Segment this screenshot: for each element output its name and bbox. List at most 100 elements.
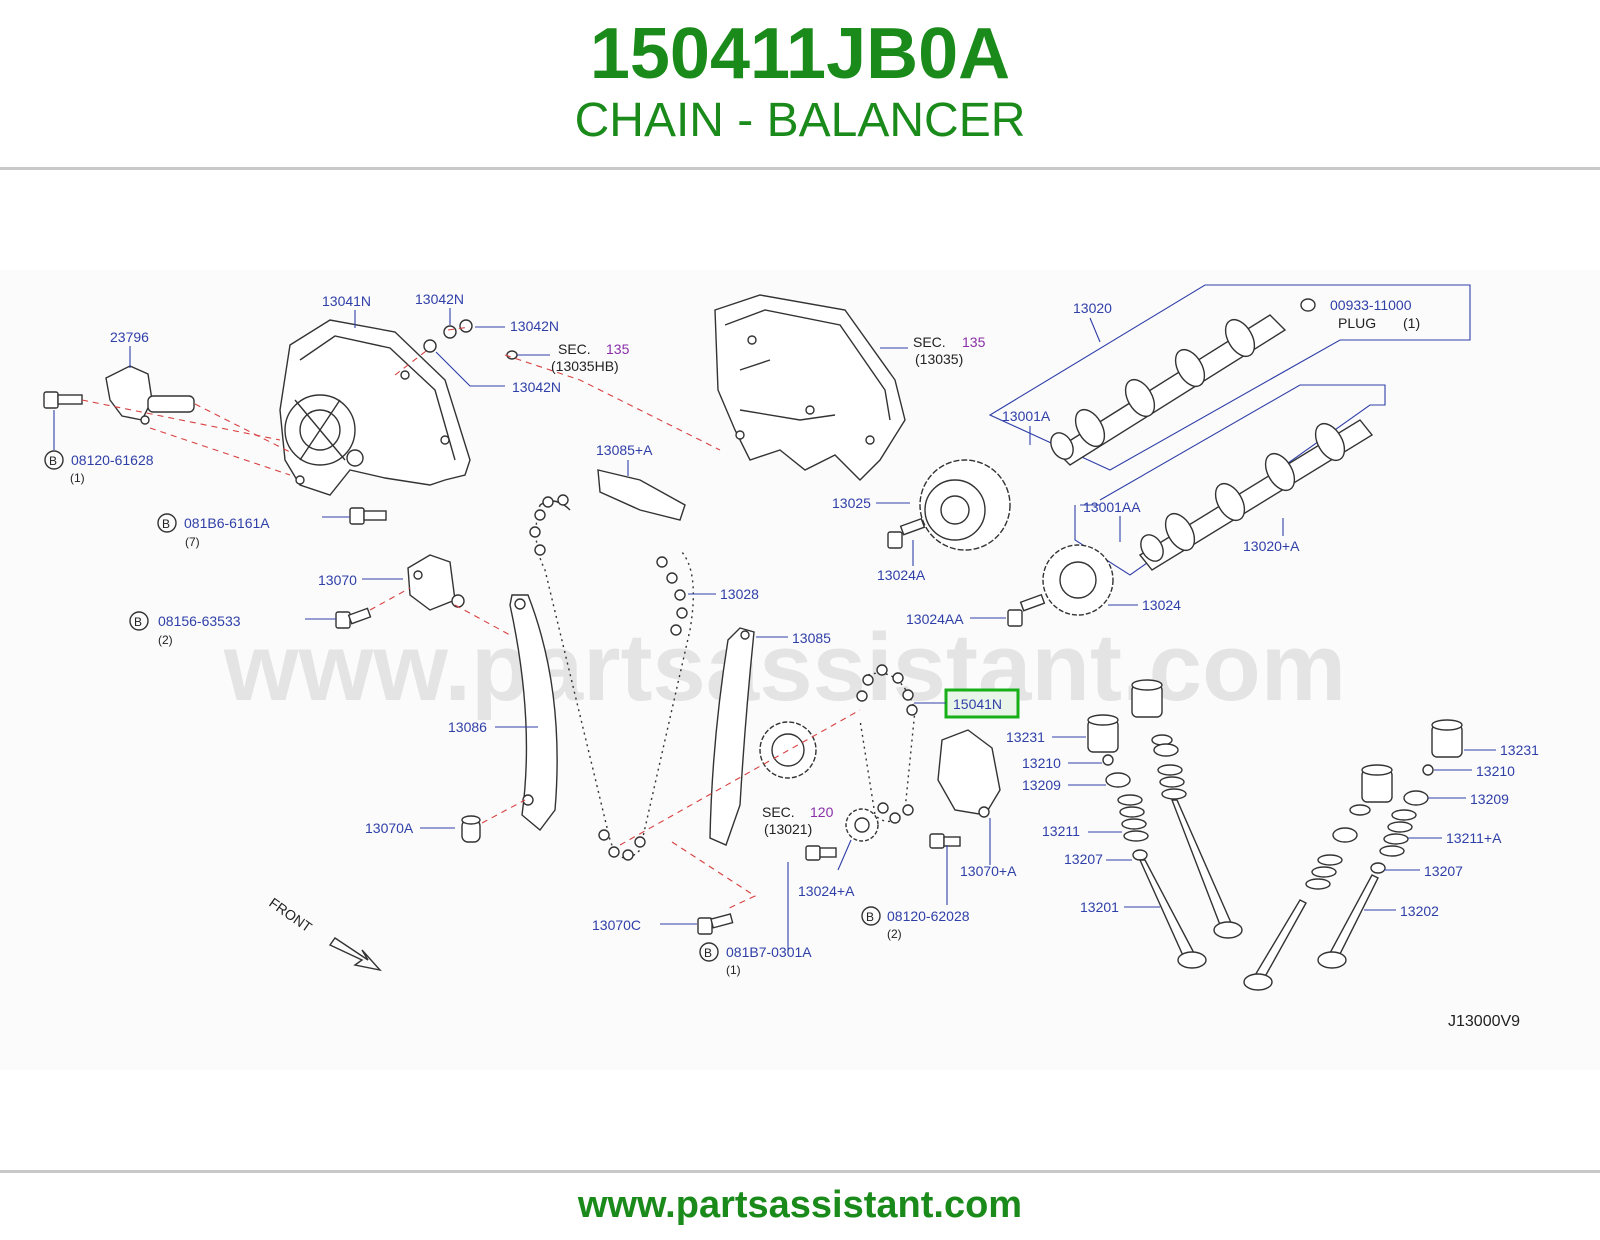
timing-case-part[interactable] <box>714 294 906 481</box>
bolt-part[interactable] <box>697 913 734 935</box>
label-13042N: 13042N <box>415 291 464 307</box>
label-13210: 13210 <box>1476 763 1515 779</box>
qty: (1) <box>1403 315 1420 331</box>
bolt-marker-letter: B <box>866 910 874 924</box>
label-13231: 13231 <box>1006 729 1045 745</box>
sec-label: SEC. <box>558 341 591 357</box>
bolt-part[interactable] <box>43 391 83 409</box>
label-13231: 13231 <box>1500 742 1539 758</box>
chain-guide-part[interactable] <box>509 594 558 832</box>
label-15041N[interactable]: 15041N <box>953 696 1002 712</box>
valve-seal-part[interactable] <box>1370 862 1386 874</box>
exhaust-sprocket-part[interactable] <box>1042 544 1114 616</box>
upper-guide-part[interactable] <box>597 469 686 521</box>
label-13042N: 13042N <box>510 318 559 334</box>
valve-assembly-part[interactable] <box>1243 804 1371 991</box>
sec-label: SEC. <box>762 804 795 820</box>
label-13207: 13207 <box>1064 851 1103 867</box>
sec-ref: (13021) <box>764 821 812 837</box>
label-081B6-6161A: 081B6-6161A <box>184 515 270 531</box>
spring-retainer-part[interactable] <box>1403 790 1429 806</box>
label-13070A: 13070A <box>365 820 414 836</box>
valve-lifter-part[interactable] <box>1431 719 1463 758</box>
label-13001A: 13001A <box>1002 408 1051 424</box>
bolt-part[interactable] <box>805 845 837 861</box>
bolt-part[interactable] <box>335 607 372 629</box>
bolt-marker-letter: B <box>134 615 142 629</box>
footer-divider <box>0 1170 1600 1173</box>
tensioner-part[interactable] <box>407 554 465 611</box>
sec-label: SEC. <box>913 334 946 350</box>
label-23796: 23796 <box>110 329 149 345</box>
valve-spring-part[interactable] <box>1117 794 1149 842</box>
valve-lifter-part[interactable] <box>1087 714 1119 753</box>
label-13001AA: 13001AA <box>1083 499 1141 515</box>
part-number: 150411JB0A <box>589 14 1011 94</box>
label-13020: 13020 <box>1073 300 1112 316</box>
sensor-part[interactable] <box>105 365 195 425</box>
footer-url[interactable]: www.partsassistant.com <box>577 1184 1023 1226</box>
valve-assembly-part[interactable] <box>1151 734 1243 939</box>
camshaft-part[interactable] <box>1046 314 1287 466</box>
highlight-box <box>944 688 1020 719</box>
bolt-marker <box>44 450 64 470</box>
bushing-part[interactable] <box>461 815 481 843</box>
tension-guide-part[interactable] <box>709 627 755 846</box>
spring-retainer-part[interactable] <box>1105 772 1131 788</box>
label-13028: 13028 <box>720 586 759 602</box>
valve-part[interactable] <box>1138 859 1207 969</box>
front-cover-part[interactable] <box>279 319 471 496</box>
bolt-part[interactable] <box>929 833 961 849</box>
bolt-part[interactable] <box>349 507 387 525</box>
watermark: www.partsassistant.com <box>223 614 1346 721</box>
label-13020A: 13020+A <box>1243 538 1300 554</box>
label-08120-62028: 08120-62028 <box>887 908 970 924</box>
seal-part[interactable] <box>506 350 518 360</box>
label-13209: 13209 <box>1470 791 1509 807</box>
balancer-chain-part[interactable] <box>856 664 918 824</box>
bolt-marker-letter: B <box>162 517 170 531</box>
header-divider <box>0 167 1600 170</box>
valve-collet-part[interactable] <box>1422 764 1434 776</box>
label-13024AA: 13024AA <box>906 611 964 627</box>
seal-part[interactable] <box>443 325 457 339</box>
valve-collet-part[interactable] <box>1102 754 1114 766</box>
vtc-sprocket-part[interactable] <box>919 459 1011 551</box>
bolt-marker <box>861 906 881 926</box>
diagram-code: J13000V9 <box>1448 1013 1520 1030</box>
label-13070A-plus: 13070+A <box>960 863 1017 879</box>
label-13202: 13202 <box>1400 903 1439 919</box>
balancer-tensioner-part[interactable] <box>937 729 1001 818</box>
label-081B7-0301A: 081B7-0301A <box>726 944 812 960</box>
qty: (1) <box>726 963 741 977</box>
label-13024A: 13024A <box>877 567 926 583</box>
parts-diagram-svg: www.partsassistant.com 13041N 1 <box>43 284 1539 1030</box>
small-sprocket-part[interactable] <box>845 808 879 842</box>
valve-seal-part[interactable] <box>1132 849 1148 861</box>
label-13086: 13086 <box>448 719 487 735</box>
qty: (2) <box>887 927 902 941</box>
camshaft-part[interactable] <box>1136 419 1374 571</box>
sec-ref: (13035HB) <box>551 358 619 374</box>
label-08156-63533: 08156-63533 <box>158 613 241 629</box>
valve-lifter-part[interactable] <box>1131 679 1163 718</box>
bolt-part[interactable] <box>887 517 926 549</box>
label-13201: 13201 <box>1080 899 1119 915</box>
label-13085A: 13085+A <box>596 442 653 458</box>
bolt-part[interactable] <box>1007 593 1046 627</box>
timing-chain-part[interactable] <box>529 494 694 861</box>
label-13085: 13085 <box>792 630 831 646</box>
bolt-marker-letter: B <box>49 454 57 468</box>
valve-part[interactable] <box>1317 874 1379 969</box>
valve-spring-part[interactable] <box>1379 809 1417 857</box>
bolt-marker-letter: B <box>704 946 712 960</box>
label-13070: 13070 <box>318 572 357 588</box>
plug-part[interactable] <box>1300 298 1316 312</box>
valve-lifter-part[interactable] <box>1361 764 1393 803</box>
label-13042N: 13042N <box>512 379 561 395</box>
seal-part[interactable] <box>423 339 437 353</box>
seal-part[interactable] <box>459 319 473 333</box>
label-00933-11000: 00933-11000 <box>1330 297 1412 313</box>
qty: (7) <box>185 535 200 549</box>
label-13210: 13210 <box>1022 755 1061 771</box>
